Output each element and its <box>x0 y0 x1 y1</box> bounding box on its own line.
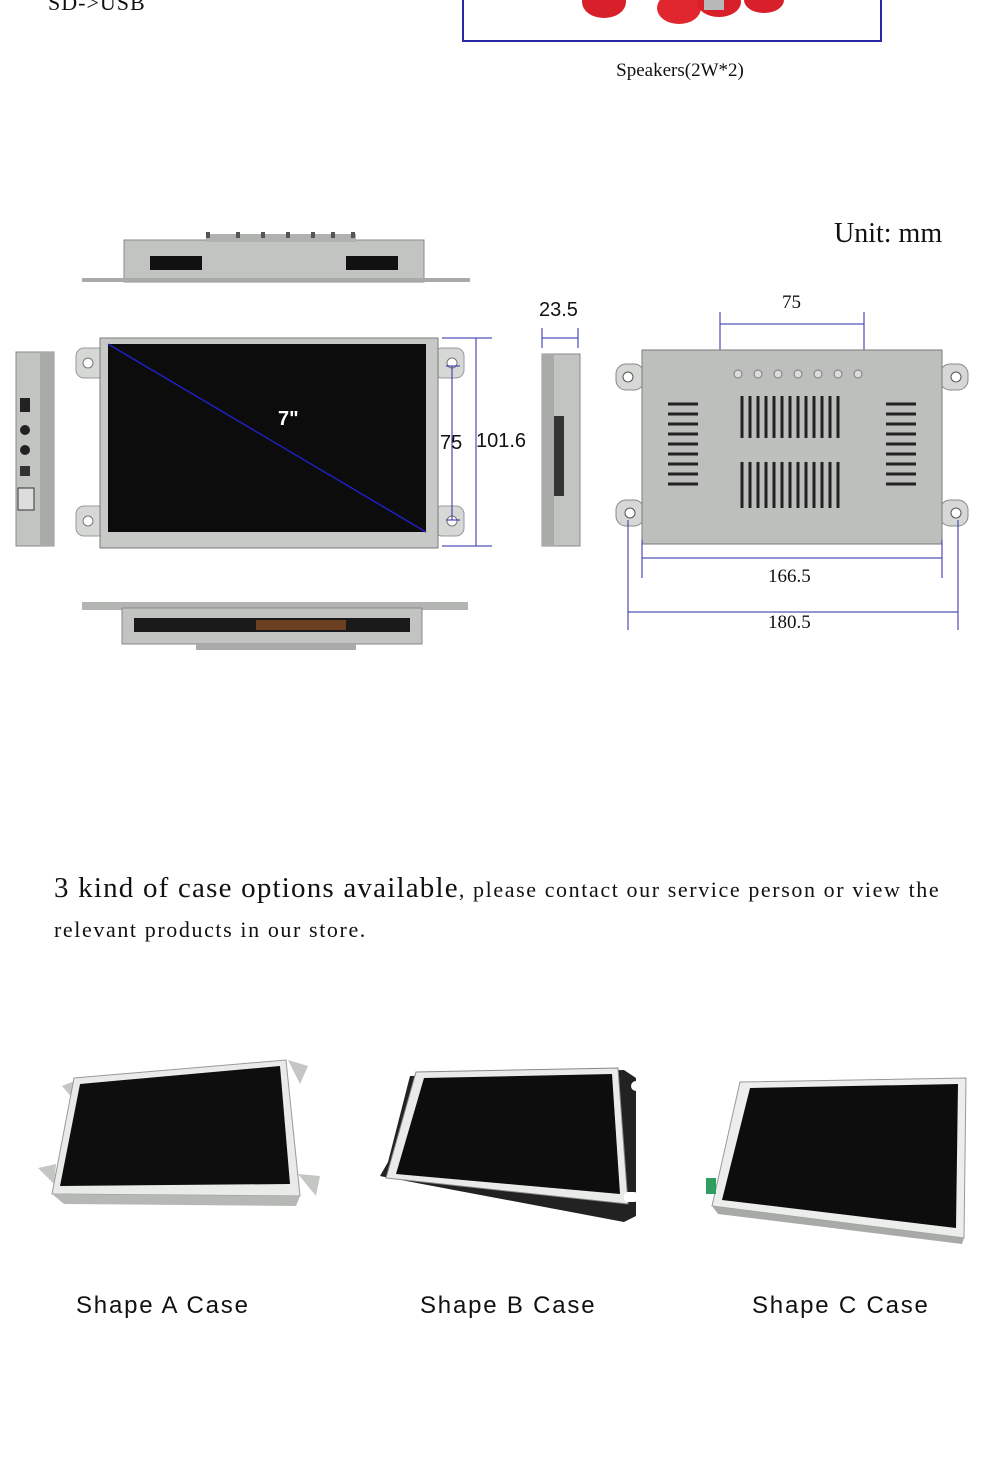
top-view-drawing <box>82 232 470 283</box>
shape-a-image <box>38 1059 320 1206</box>
rear-view-drawing <box>615 312 969 630</box>
shape-b-label: Shape B Case <box>420 1292 597 1319</box>
case-options-heading-rest: , please contact our service person or v… <box>54 877 941 942</box>
shape-b-image <box>380 1067 641 1222</box>
port-label: SD->USB <box>48 0 146 15</box>
bottom-view-drawing <box>82 602 468 650</box>
shape-c-label: Shape C Case <box>752 1292 930 1319</box>
screen-height-label: 75 <box>440 432 463 454</box>
shape-a-label: Shape A Case <box>76 1292 250 1319</box>
total-height-label: 101.6 <box>476 430 527 452</box>
rear-hole-spacing-label: 75 <box>782 292 801 313</box>
speaker-caption: Speakers(2W*2) <box>616 60 744 81</box>
diagonal-label: 7" <box>278 408 299 430</box>
rear-body-width-label: 166.5 <box>768 566 811 587</box>
front-view-drawing <box>75 337 492 549</box>
case-options-heading: 3 kind of case options available, please… <box>54 868 974 950</box>
shape-c-image <box>706 1077 967 1244</box>
rear-total-width-label: 180.5 <box>768 612 811 633</box>
side-view-left <box>15 351 55 547</box>
speaker-frame <box>462 0 882 42</box>
case-options-heading-main: 3 kind of case options available <box>54 872 459 904</box>
side-view-right <box>541 328 581 547</box>
speaker-image <box>582 0 784 24</box>
depth-label: 23.5 <box>539 299 578 321</box>
unit-label: Unit: mm <box>834 218 943 249</box>
